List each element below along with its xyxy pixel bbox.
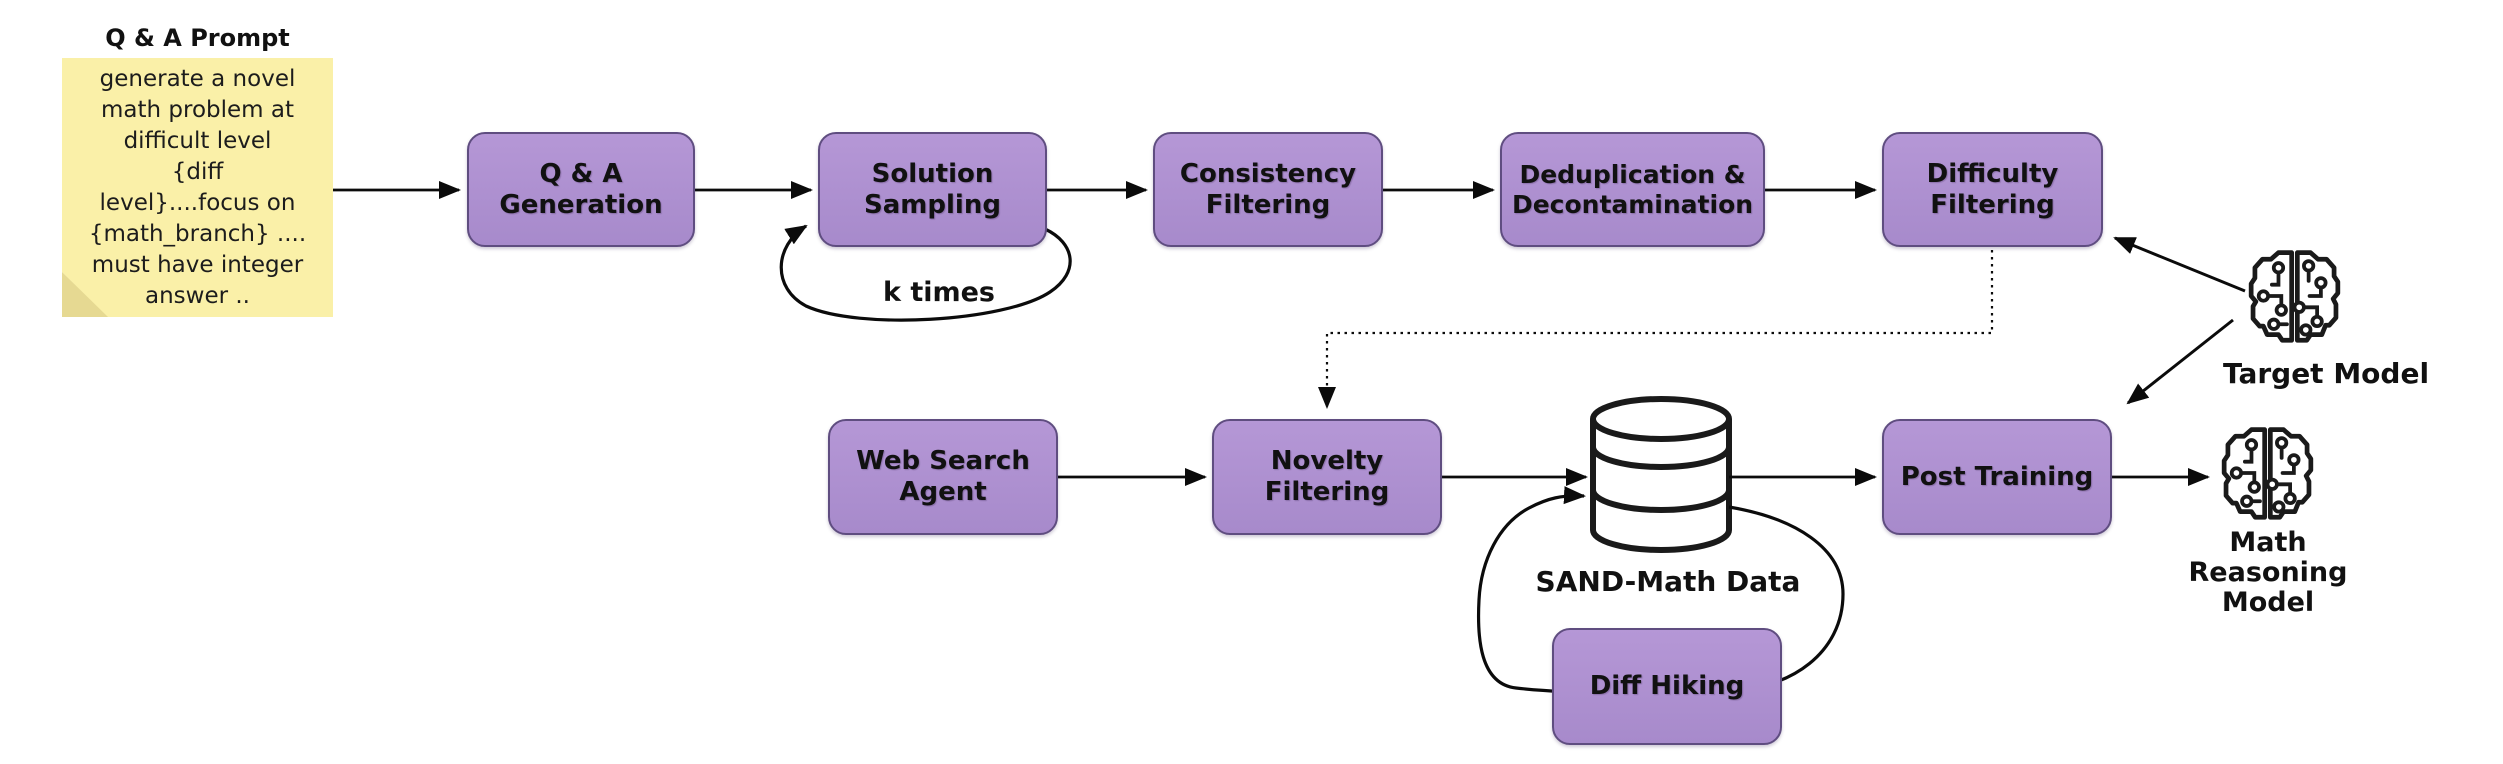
arrow-target-to-posttraining — [2126, 318, 2234, 405]
stage-difficulty-filtering: Difficulty Filtering — [1882, 132, 2103, 247]
target-model-brain-icon — [2251, 253, 2338, 341]
arrow-target-to-difficulty — [2113, 236, 2246, 293]
stage-qa-generation: Q & A Generation — [467, 132, 695, 247]
stage-diff-hiking: Diff Hiking — [1552, 628, 1782, 745]
prompt-note-title: Q & A Prompt — [105, 24, 290, 52]
stage-deduplication-decontamination: Deduplication & Decontamination — [1500, 132, 1765, 247]
database-label: SAND-Math Data — [1535, 565, 1801, 598]
reasoning-model-label: Math Reasoning Model — [2188, 527, 2348, 618]
prompt-note-body: generate a novel math problem at difficu… — [88, 66, 307, 309]
stage-post-training: Post Training — [1882, 419, 2112, 535]
dotted-feedback-connector — [1318, 250, 1994, 409]
database-cylinder-icon — [1590, 396, 1732, 553]
target-model-label: Target Model — [2222, 357, 2430, 390]
stage-solution-sampling: Solution Sampling — [818, 132, 1047, 247]
stage-web-search-agent: Web Search Agent — [828, 419, 1058, 535]
k-times-label: k times — [882, 277, 996, 308]
stage-consistency-filtering: Consistency Filtering — [1153, 132, 1383, 247]
reasoning-model-brain-icon — [2224, 430, 2311, 518]
k-times-loop — [779, 224, 1072, 322]
prompt-note — [62, 58, 333, 317]
stage-novelty-filtering: Novelty Filtering — [1212, 419, 1442, 535]
